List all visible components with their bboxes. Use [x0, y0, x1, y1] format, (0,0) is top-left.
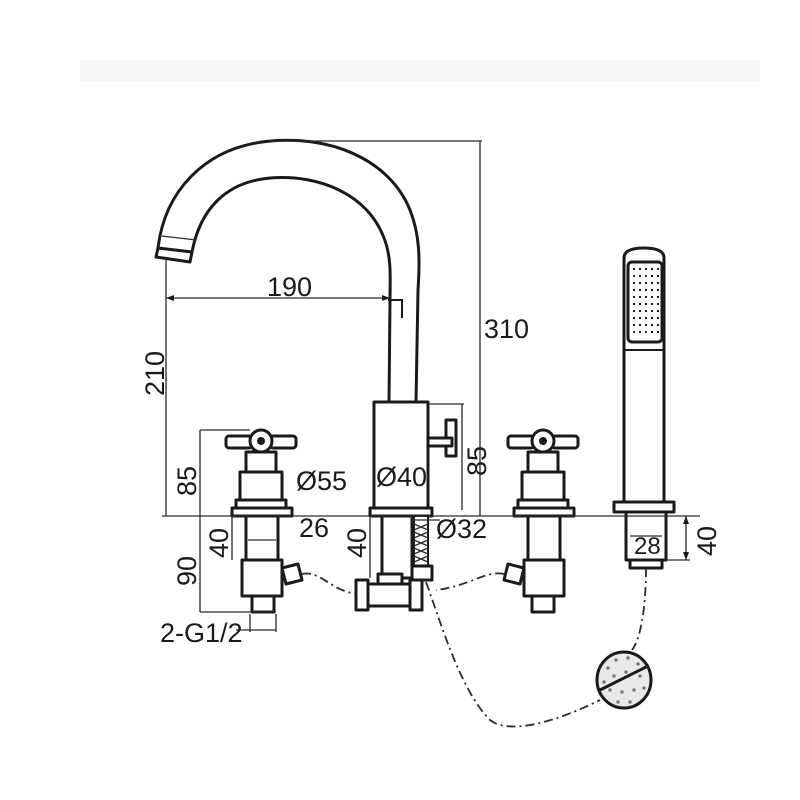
- spray-hole: [633, 296, 635, 298]
- dim-label-spout-reach: 190: [267, 272, 312, 302]
- dim-label-valve-total-below: 90: [172, 556, 202, 586]
- spray-hole: [639, 303, 641, 305]
- spray-hole: [633, 268, 635, 270]
- spray-hole: [657, 282, 659, 284]
- spray-hole: [633, 289, 635, 291]
- spray-hole: [651, 296, 653, 298]
- ball-texture-dot: [606, 666, 610, 670]
- spray-hole: [651, 331, 653, 333]
- spray-hole: [645, 268, 647, 270]
- spray-hole: [639, 268, 641, 270]
- faded-header-strip: [80, 60, 760, 82]
- hand-shower: [612, 246, 676, 570]
- spray-hole: [651, 317, 653, 319]
- spray-hole: [657, 331, 659, 333]
- spray-hole: [651, 275, 653, 277]
- spray-hole: [633, 303, 635, 305]
- spray-hole: [639, 324, 641, 326]
- dim-label-holder-width: 28: [634, 533, 661, 560]
- dim-label-handle-height-right: 85: [462, 446, 492, 476]
- spray-hole: [639, 289, 641, 291]
- ball-texture-dot: [614, 658, 618, 662]
- spray-hole: [657, 289, 659, 291]
- spray-hole: [645, 324, 647, 326]
- spray-hole: [657, 275, 659, 277]
- ball-texture-dot: [632, 688, 636, 692]
- spray-hole: [651, 310, 653, 312]
- dim-label-valve-shank-length: 40: [204, 528, 234, 558]
- ball-texture-dot: [624, 670, 628, 674]
- dim-label-total-height: 310: [484, 314, 529, 344]
- spray-hole: [633, 275, 635, 277]
- mixing-tee: [354, 572, 424, 612]
- spray-hole: [645, 282, 647, 284]
- spray-hole: [657, 310, 659, 312]
- spray-hole: [651, 289, 653, 291]
- left-cross-handle-valve: [224, 428, 304, 614]
- spray-hole: [633, 282, 635, 284]
- dim-label-connection-thread: 2-G1/2: [160, 618, 243, 648]
- ball-texture-dot: [620, 690, 624, 694]
- ball-texture-dot: [628, 700, 632, 704]
- spray-hole: [633, 310, 635, 312]
- spray-hole: [657, 317, 659, 319]
- spray-hole: [645, 331, 647, 333]
- spray-hole: [657, 324, 659, 326]
- spray-hole: [633, 331, 635, 333]
- spray-hole: [639, 310, 641, 312]
- ball-texture-dot: [602, 680, 606, 684]
- ball-texture-dot: [608, 688, 612, 692]
- spray-hole: [651, 282, 653, 284]
- right-cross-handle-valve: [502, 428, 580, 614]
- spray-hole: [651, 268, 653, 270]
- spray-hole: [657, 296, 659, 298]
- ball-texture-dot: [616, 700, 620, 704]
- ball-texture-dot: [642, 686, 646, 690]
- spray-hole: [639, 275, 641, 277]
- dim-label-spout-height: 210: [140, 351, 170, 396]
- spray-hole: [645, 317, 647, 319]
- spray-hole: [651, 303, 653, 305]
- spray-hole: [639, 296, 641, 298]
- ball-texture-dot: [626, 656, 630, 660]
- dimension-lines: [162, 140, 700, 632]
- dim-label-handle-height-left: 85: [172, 466, 202, 496]
- spray-hole: [639, 331, 641, 333]
- spray-hole: [639, 317, 641, 319]
- hose-weight-ball: [595, 650, 653, 710]
- spray-hole: [645, 310, 647, 312]
- spray-hole: [645, 289, 647, 291]
- ball-texture-dot: [612, 674, 616, 678]
- spray-hole: [657, 303, 659, 305]
- dim-label-outlet-diameter: Ø32: [436, 514, 487, 544]
- ball-texture-dot: [636, 662, 640, 666]
- dim-label-holder-length: 40: [692, 526, 722, 556]
- dim-label-valve-shank-offset: 26: [299, 513, 329, 543]
- shower-spray-holes: [633, 268, 659, 333]
- spray-hole: [645, 275, 647, 277]
- spray-hole: [645, 296, 647, 298]
- ball-texture-dot: [638, 674, 642, 678]
- spout-body: [368, 400, 458, 582]
- dim-label-handle-diameter: Ø55: [296, 466, 347, 496]
- spray-hole: [651, 324, 653, 326]
- dim-label-spout-body-diameter: Ø40: [376, 462, 427, 492]
- gooseneck-spout: [154, 138, 421, 404]
- spray-hole: [633, 317, 635, 319]
- spray-hole: [633, 324, 635, 326]
- spray-hole: [657, 268, 659, 270]
- connecting-hoses: [301, 567, 647, 728]
- spray-hole: [639, 282, 641, 284]
- dim-label-spout-shank-length: 40: [342, 528, 372, 558]
- spray-hole: [645, 303, 647, 305]
